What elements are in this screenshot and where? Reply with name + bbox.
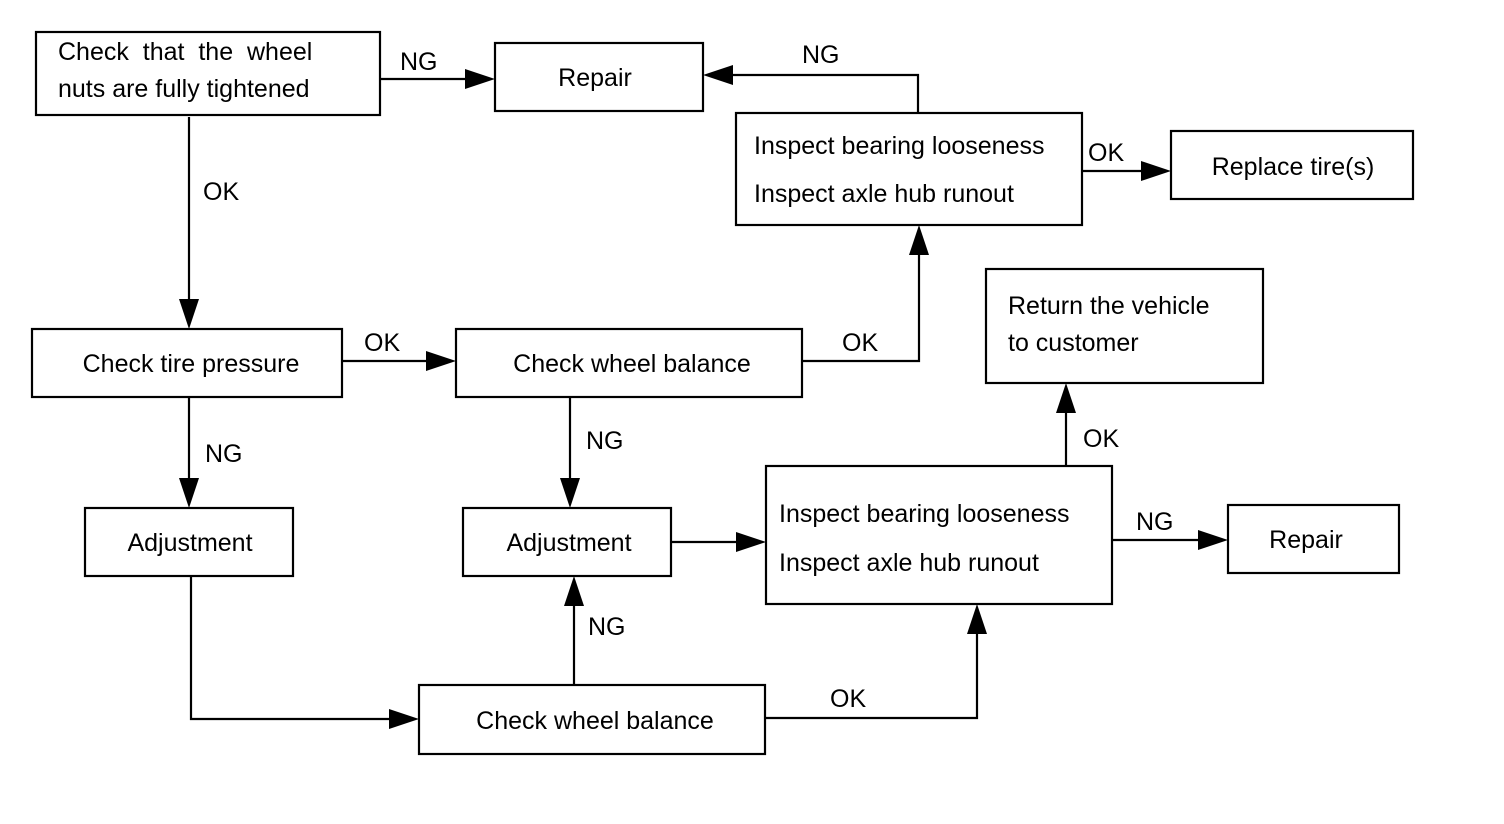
edge-balance-2-to-adjustment: NG [564,576,626,685]
arrowhead-left-icon [703,65,733,85]
edge-label: OK [364,329,400,357]
edge-nuts-to-pressure: OK [179,117,239,329]
node-adjustment-2: Adjustment [461,506,673,578]
node-repair-mid-label: Repair [1269,526,1343,554]
edge-label: OK [1083,425,1119,453]
edge-inspect-mid-to-return: OK [1056,383,1119,466]
edge-balance-to-adjustment: NG [560,397,624,508]
node-check-pressure-label: Check tire pressure [83,350,300,378]
arrowhead-down-icon [179,299,199,329]
edge-adjustment-to-inspect-mid [671,532,766,552]
node-repair-top-label: Repair [558,64,632,92]
arrowhead-right-icon [426,351,456,371]
node-adjustment-2-label: Adjustment [506,529,631,557]
node-repair-top: Repair [493,41,705,113]
node-check-nuts-line-1: Check that the wheel [58,38,312,66]
arrowhead-right-icon [1141,161,1171,181]
node-repair-mid: Repair [1226,503,1401,575]
edge-balance-2-to-inspect-mid: OK [765,604,987,720]
edge-nuts-to-repair: NG [380,48,495,89]
node-check-nuts-line-2: nuts are fully tightened [58,75,310,103]
edge-label: NG [1136,508,1174,536]
node-return-vehicle-line-2: to customer [1008,329,1139,357]
arrowhead-up-icon [967,604,987,634]
node-inspect-top-line-2: Inspect axle hub runout [754,180,1014,208]
edge-label: NG [400,48,438,76]
node-check-balance-1: Check wheel balance [454,327,804,399]
node-return-vehicle: Return the vehicle to customer [984,267,1265,385]
arrowhead-right-icon [465,69,495,89]
node-check-balance-2-label: Check wheel balance [476,707,714,735]
edge-label: OK [1088,139,1124,167]
node-check-balance-2: Check wheel balance [417,683,767,756]
edge-pressure-to-adjustment: NG [179,397,243,508]
node-return-vehicle-line-1: Return the vehicle [1008,292,1210,320]
edge-label: NG [588,613,626,641]
node-inspect-mid-line-2: Inspect axle hub runout [779,549,1039,577]
arrowhead-right-icon [736,532,766,552]
edge-inspect-mid-to-repair: NG [1112,508,1228,550]
node-check-pressure: Check tire pressure [30,327,344,399]
node-inspect-top: Inspect bearing looseness Inspect axle h… [734,111,1084,227]
edge-adjustment-to-balance-2 [189,576,419,729]
edge-label: OK [203,178,239,206]
node-inspect-top-line-1: Inspect bearing looseness [754,132,1044,160]
arrowhead-down-icon [560,478,580,508]
edge-label: NG [802,41,840,69]
node-replace-tires-label: Replace tire(s) [1212,153,1375,181]
node-check-balance-1-label: Check wheel balance [513,350,751,378]
arrowhead-up-icon [909,225,929,255]
edge-label: OK [830,685,866,713]
arrowhead-up-icon [564,576,584,606]
edge-pressure-to-balance: OK [342,329,456,371]
node-inspect-mid-line-1: Inspect bearing looseness [779,500,1069,528]
node-adjustment-1-label: Adjustment [127,529,252,557]
edge-label: NG [205,440,243,468]
arrowhead-down-icon [179,478,199,508]
edge-inspect-top-to-repair: NG [703,41,920,113]
node-inspect-mid: Inspect bearing looseness Inspect axle h… [764,464,1114,606]
node-check-nuts: Check that the wheel nuts are fully tigh… [34,30,382,117]
edge-label: OK [842,329,878,357]
arrowhead-up-icon [1056,383,1076,413]
edge-inspect-top-to-replace: OK [1082,139,1171,181]
edge-balance-to-inspect-top: OK [802,225,929,363]
arrowhead-right-icon [1198,530,1228,550]
node-adjustment-1: Adjustment [83,506,295,578]
node-replace-tires: Replace tire(s) [1169,129,1415,201]
edge-label: NG [586,427,624,455]
arrowhead-right-icon [389,709,419,729]
